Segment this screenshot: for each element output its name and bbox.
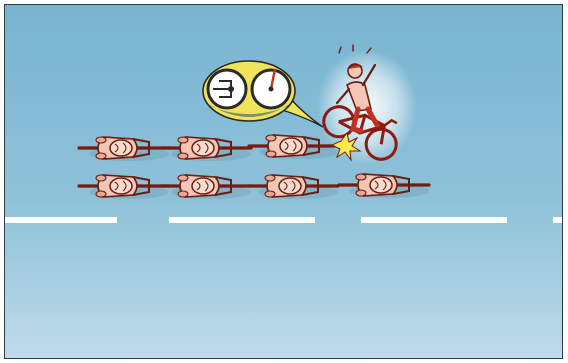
illustration-frame (4, 4, 563, 359)
lane-dash (5, 217, 117, 223)
front-wheel-detail (252, 69, 290, 108)
peloton-front-row (79, 135, 339, 161)
lane-dash (361, 217, 507, 223)
lane-dash (169, 217, 315, 223)
lane-dash (553, 217, 563, 223)
road-scene-svg (5, 5, 563, 359)
lane-markings (5, 217, 563, 223)
rear-wheel-detail (208, 70, 246, 108)
